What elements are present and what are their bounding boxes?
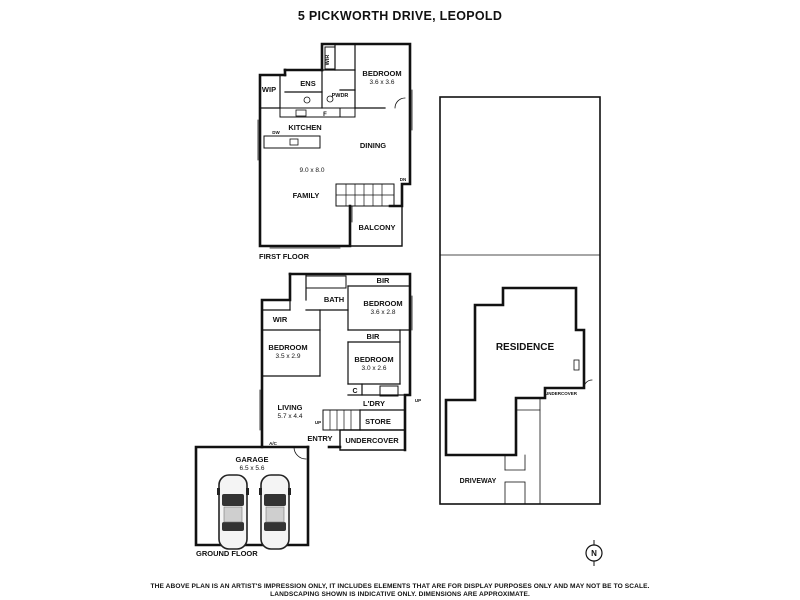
- room-label-kitchen: KITCHEN: [288, 123, 321, 132]
- room-label-undercover: UNDERCOVER: [345, 436, 399, 445]
- site-label-undercover: UNDERCOVER: [545, 391, 578, 396]
- room-label-cupboard: C: [352, 388, 357, 395]
- compass-letter: N: [591, 549, 597, 558]
- room-label-bedroom-first: BEDROOM: [362, 69, 401, 78]
- floor-label-first: FIRST FLOOR: [259, 252, 310, 261]
- room-dim-garage: 6.5 x 5.6: [240, 465, 265, 472]
- first-floor-plan: [257, 42, 413, 249]
- room-label-ens: ENS: [300, 79, 315, 88]
- room-label-fridge: F: [323, 112, 327, 118]
- room-label-living: LIVING: [277, 403, 302, 412]
- label-stairs-up: UP: [315, 420, 321, 425]
- room-dim-living-area: 9.0 x 8.0: [300, 167, 325, 174]
- site-label-residence: RESIDENCE: [496, 342, 555, 353]
- room-label-bedroom-4: BEDROOM: [354, 355, 393, 364]
- page-title: 5 PICKWORTH DRIVE, LEOPOLD: [297, 9, 503, 23]
- room-label-bedroom-2: BEDROOM: [363, 299, 402, 308]
- site-label-driveway: DRIVEWAY: [460, 478, 497, 485]
- room-label-family: FAMILY: [293, 191, 320, 200]
- room-label-store: STORE: [365, 417, 391, 426]
- site-plan: [439, 96, 601, 505]
- floor-label-ground: GROUND FLOOR: [196, 549, 258, 558]
- room-label-bir-top: BIR: [377, 276, 391, 285]
- label-ac: A/C: [269, 441, 278, 446]
- room-label-garage: GARAGE: [236, 455, 269, 464]
- room-label-entry: ENTRY: [307, 434, 332, 443]
- north-compass-icon: [585, 540, 603, 566]
- car-icon: [259, 474, 291, 550]
- label-stairs-dn: DN: [400, 177, 407, 182]
- room-label-pwdr: PWDR: [332, 93, 349, 99]
- room-label-laundry: L'DRY: [363, 399, 385, 408]
- room-label-bedroom-3: BEDROOM: [268, 343, 307, 352]
- room-label-balcony: BALCONY: [358, 223, 395, 232]
- room-label-wir: WIR: [325, 55, 331, 66]
- label-step-up: UP: [415, 398, 421, 403]
- car-icon: [217, 474, 249, 550]
- room-label-wir-ground: WIR: [273, 315, 288, 324]
- room-label-wip: WIP: [262, 85, 276, 94]
- disclaimer-line-1: THE ABOVE PLAN IS AN ARTIST'S IMPRESSION…: [150, 583, 650, 590]
- label-dw: DW: [272, 130, 280, 135]
- disclaimer-line-2: LANDSCAPING SHOWN IS INDICATIVE ONLY. DI…: [270, 591, 530, 598]
- room-dim-bedroom-3: 3.5 x 2.9: [276, 353, 301, 360]
- room-label-dining: DINING: [360, 141, 386, 150]
- room-dim-bedroom-4: 3.0 x 2.6: [362, 365, 387, 372]
- room-label-bath: BATH: [324, 295, 344, 304]
- room-dim-bedroom-first: 3.6 x 3.6: [370, 79, 395, 86]
- room-dim-living: 5.7 x 4.4: [278, 413, 303, 420]
- ground-floor-plan: [194, 272, 413, 547]
- room-dim-bedroom-2: 3.6 x 2.8: [371, 309, 396, 316]
- room-label-bir-mid: BIR: [367, 332, 381, 341]
